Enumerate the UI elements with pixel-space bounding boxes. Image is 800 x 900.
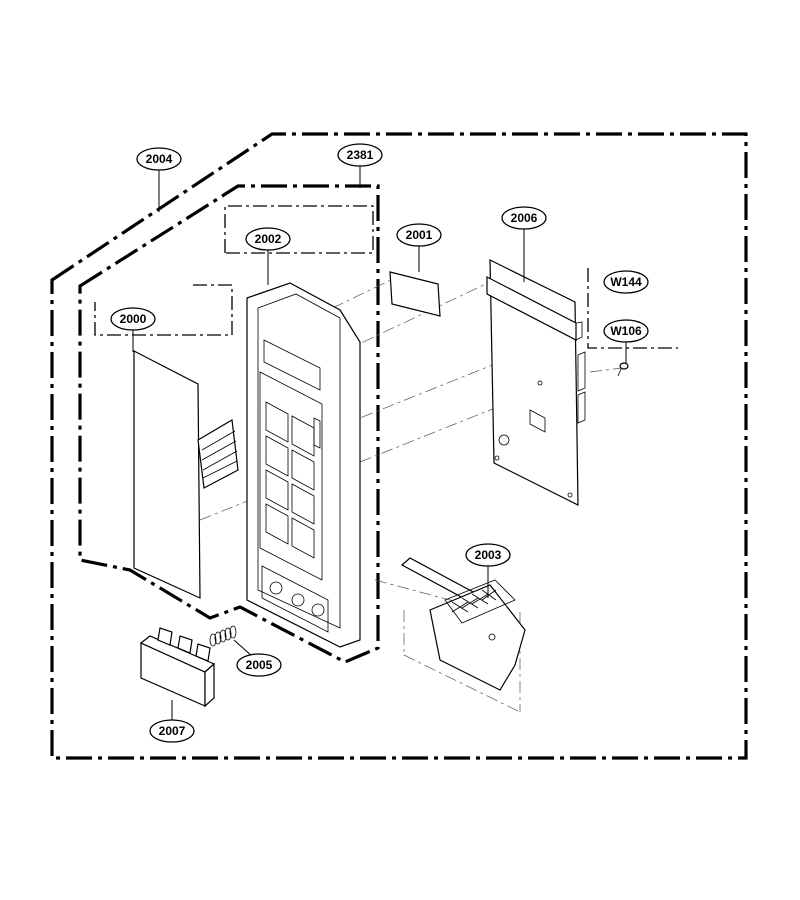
callout-w144-label: W144 [610, 275, 642, 289]
part-2000-membrane [133, 350, 239, 599]
callout-2003-label: 2003 [475, 548, 502, 562]
assembly-boundary-2004 [50, 132, 748, 760]
callout-w106-label: W106 [610, 324, 642, 338]
callout-2002-label: 2002 [255, 232, 282, 246]
callout-2001: 2001 [396, 223, 442, 247]
callout-w106: W106 [603, 319, 649, 343]
callout-2000-label: 2000 [120, 312, 147, 326]
callout-2006: 2006 [501, 206, 547, 230]
part-2005-spring [209, 625, 237, 647]
callout-2000: 2000 [110, 307, 156, 331]
bracket-2002 [224, 205, 374, 254]
callout-2007-label: 2007 [159, 724, 186, 738]
part-2001-window [389, 271, 441, 317]
callout-2007: 2007 [149, 719, 195, 743]
callout-2004-label: 2004 [146, 152, 173, 166]
part-2007-button [139, 627, 216, 708]
keypad-grid [265, 401, 315, 559]
part-w106-screw [617, 362, 629, 377]
part-2006-pcb [486, 259, 586, 506]
callout-2005: 2005 [236, 653, 282, 677]
callout-2005-label: 2005 [246, 658, 273, 672]
bracket-w-screws [587, 268, 678, 349]
assembly-boundary-2381 [78, 184, 380, 664]
callout-2381: 2381 [337, 143, 383, 167]
callout-2001-label: 2001 [406, 228, 433, 242]
bracket-2000 [94, 284, 233, 336]
callout-2004: 2004 [136, 147, 182, 171]
callout-2006-label: 2006 [511, 211, 538, 225]
callout-2003: 2003 [465, 543, 511, 567]
callout-2381-label: 2381 [347, 148, 374, 162]
part-2002-front-panel [246, 282, 361, 648]
part-2003-latch [400, 557, 526, 691]
leader-lines [132, 166, 627, 720]
callout-2002: 2002 [245, 227, 291, 251]
callout-w144: W144 [603, 270, 649, 294]
